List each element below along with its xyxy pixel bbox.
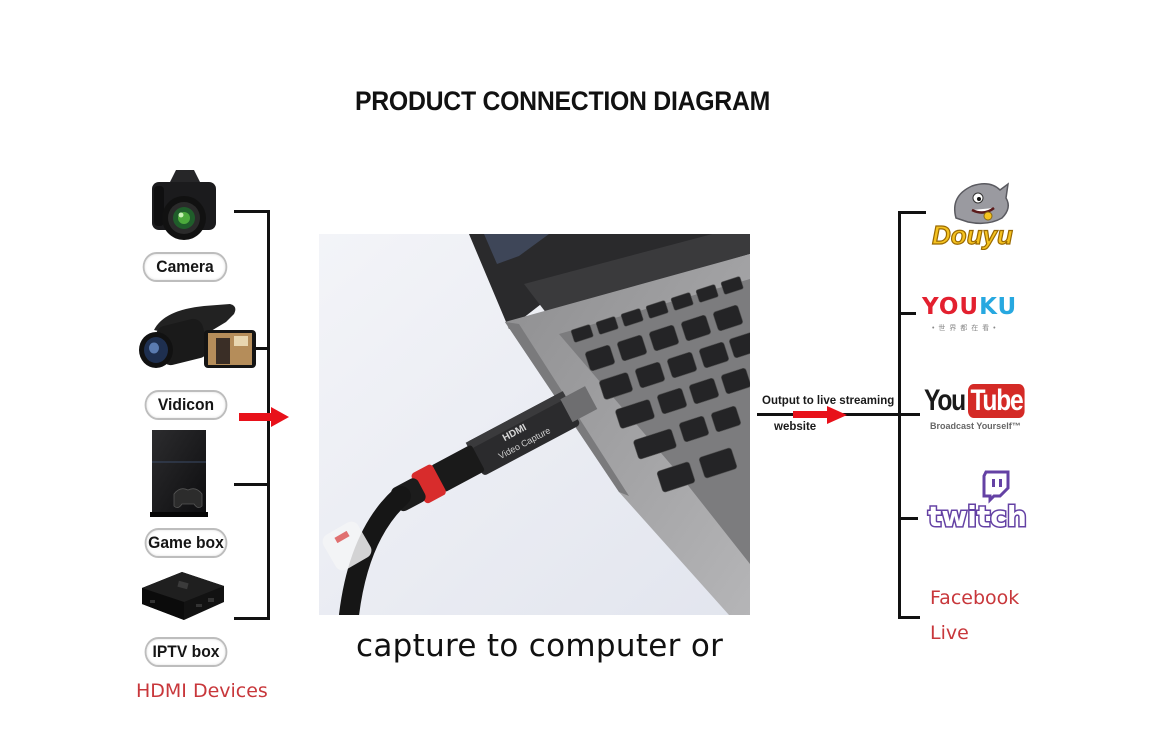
device-label-game-box: Game box: [144, 528, 228, 558]
iptv-box-icon: [142, 572, 224, 620]
right-bracket-tick-douyu: [898, 211, 926, 214]
youtube-logo: You Tube: [924, 384, 1025, 420]
youku-tagline: • 世 界 都 在 看 •: [932, 325, 997, 332]
youtube-tagline: Broadcast Yourself™: [930, 421, 1021, 431]
device-label-camera: Camera: [142, 252, 228, 282]
output-arrow-icon: [793, 406, 847, 424]
douyu-logo: Douyu: [931, 182, 1014, 250]
right-bracket-tick-twitch: [898, 517, 918, 520]
youku-wordmark-ku: KU: [979, 294, 1018, 320]
device-label-vidicon: Vidicon: [144, 390, 228, 420]
youtube-wordmark-tube: Tube: [968, 384, 1025, 418]
youku-wordmark-you: YOU: [922, 294, 980, 320]
output-label-line1: Output to live streaming: [762, 395, 895, 407]
facebook-live-line2: Live: [930, 622, 969, 644]
diagram-title: PRODUCT CONNECTION DIAGRAM: [354, 86, 771, 116]
left-bracket-tick-iptv-box: [234, 617, 269, 620]
laptop-with-capture-card-illustration: HDMI Video Capture: [319, 234, 750, 615]
twitch-wordmark: twitch: [928, 500, 1027, 532]
game-console-icon: [150, 430, 208, 517]
left-bracket-tick-game-box: [234, 483, 269, 486]
device-label-iptv-box: IPTV box: [144, 637, 228, 667]
hdmi-devices-caption: HDMI Devices: [136, 680, 268, 702]
output-label-line2: website: [774, 421, 817, 433]
right-bracket-tick-youku: [898, 312, 916, 315]
camcorder-icon: [139, 304, 264, 368]
input-arrow-icon: [239, 407, 289, 427]
keyboard-keys: [570, 276, 750, 493]
product-photo: HDMI Video Capture: [319, 234, 750, 615]
camera-icon: [152, 170, 216, 240]
left-bracket-tick-vidicon: [256, 347, 269, 350]
youku-logo: YOUKU: [922, 294, 1017, 320]
left-bracket-tick-camera: [234, 210, 269, 213]
twitch-logo: twitch: [927, 470, 1028, 532]
facebook-live-line1: Facebook: [930, 587, 1020, 609]
right-bracket-tick-youtube: [898, 413, 920, 416]
right-bracket-tick-facebook: [898, 616, 920, 619]
douyu-wordmark: Douyu: [932, 220, 1013, 250]
youtube-wordmark-you: You: [924, 384, 966, 417]
center-caption: capture to computer or: [356, 628, 724, 664]
